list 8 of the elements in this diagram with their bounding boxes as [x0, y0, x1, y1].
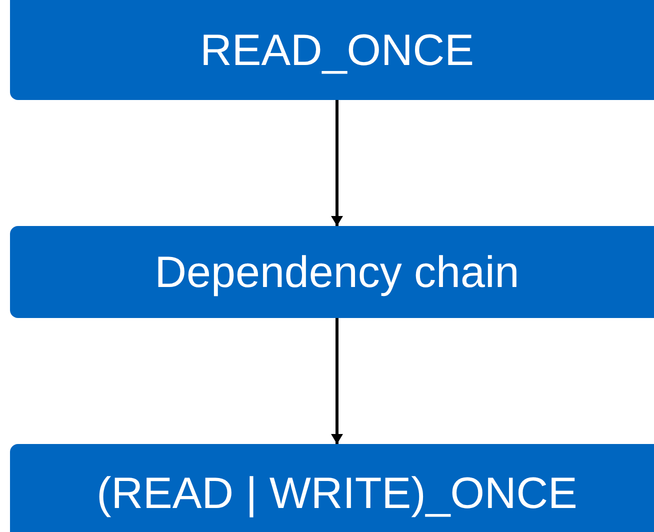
box-label: Dependency chain — [154, 246, 520, 298]
process-box — [10, 0, 654, 100]
box-label: READ_ONCE — [200, 24, 474, 76]
box-label: (READ | WRITE)_ONCE — [96, 468, 578, 520]
arrow — [331, 318, 343, 444]
process-box — [10, 226, 654, 318]
process-box — [10, 444, 654, 532]
arrow — [331, 100, 343, 226]
